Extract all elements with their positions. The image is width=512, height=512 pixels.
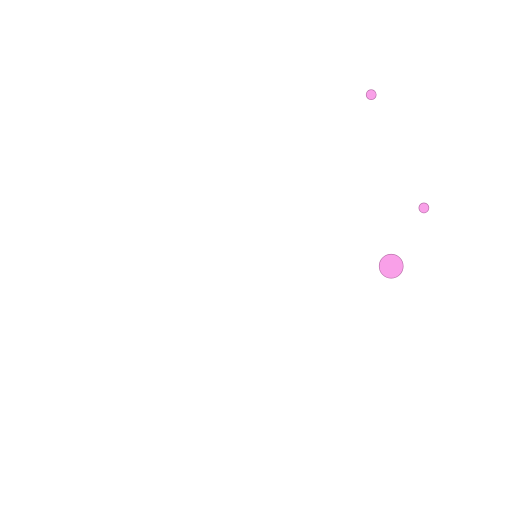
scatter-point-2 [418,202,430,214]
points-layer [365,89,430,279]
scatter-point-3 [378,253,404,279]
scatter-point-1 [365,89,377,100]
